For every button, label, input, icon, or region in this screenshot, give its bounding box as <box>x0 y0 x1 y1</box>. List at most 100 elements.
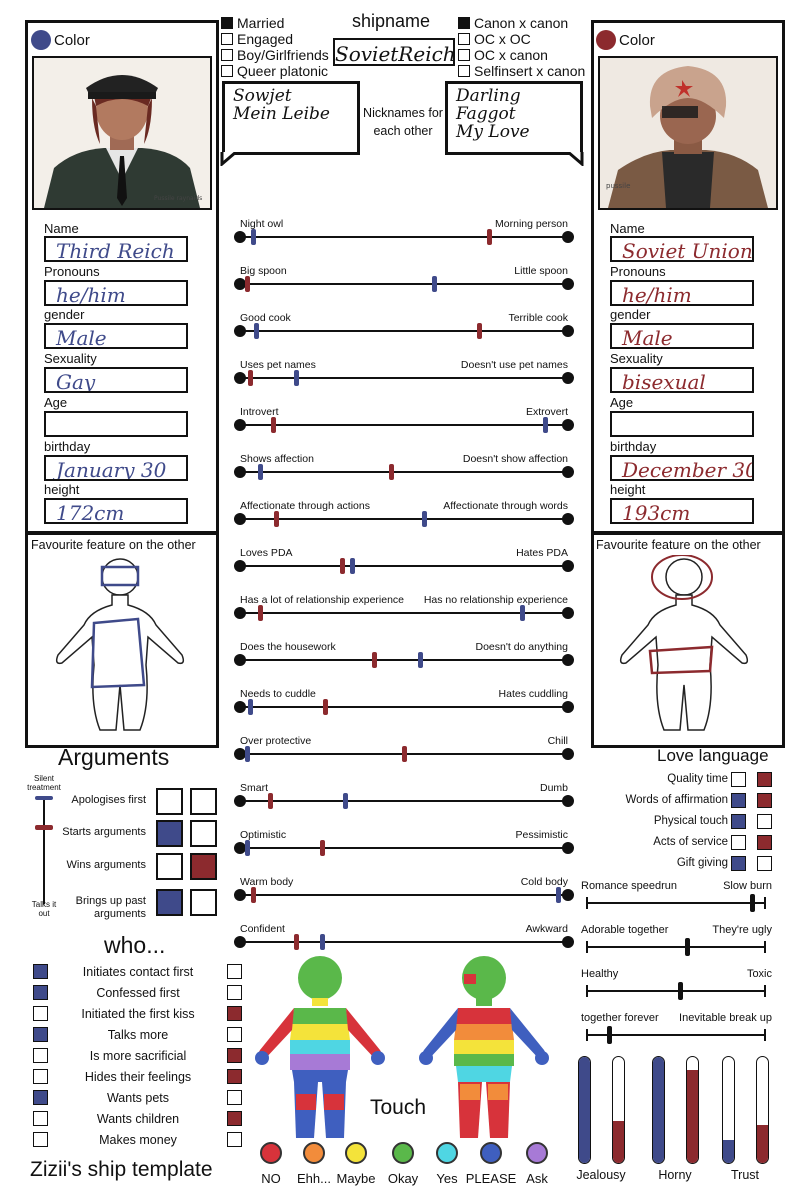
slider-track[interactable] <box>240 424 568 426</box>
right-sexuality-field[interactable]: bisexual <box>610 367 754 393</box>
slider-marker-red[interactable] <box>372 652 378 668</box>
argument-box-right[interactable] <box>190 853 217 880</box>
slider-marker-blue[interactable] <box>244 746 250 762</box>
slider-marker-red[interactable] <box>257 605 263 621</box>
status-option[interactable]: Married <box>221 15 329 31</box>
slider-marker-blue[interactable] <box>320 934 325 950</box>
love-box-right[interactable] <box>757 772 772 787</box>
who-box-left[interactable] <box>33 1132 48 1147</box>
slider-track[interactable] <box>240 847 568 849</box>
status-option[interactable]: OC x OC <box>458 31 585 47</box>
mini-slider-track[interactable] <box>586 946 766 948</box>
slider-marker-red[interactable] <box>247 370 253 386</box>
argument-box-left[interactable] <box>156 820 183 847</box>
shipname-field[interactable]: SovietReich <box>333 38 455 66</box>
slider-marker-blue[interactable] <box>349 558 355 574</box>
love-box-left[interactable] <box>731 793 746 808</box>
who-box-left[interactable] <box>33 985 48 1000</box>
status-checkbox[interactable] <box>458 49 470 61</box>
right-birthday-field[interactable]: December 30 <box>610 455 754 481</box>
slider-marker-blue[interactable] <box>254 323 260 339</box>
who-box-right[interactable] <box>227 1048 242 1063</box>
who-box-right[interactable] <box>227 1006 242 1021</box>
right-color-swatch[interactable] <box>596 30 616 50</box>
slider-marker-blue[interactable] <box>251 229 257 245</box>
argument-box-left[interactable] <box>156 889 183 916</box>
slider-track[interactable] <box>240 377 568 379</box>
slider-track[interactable] <box>240 706 568 708</box>
who-box-left[interactable] <box>33 964 48 979</box>
slider-marker-blue[interactable] <box>293 370 299 386</box>
slider-marker-blue[interactable] <box>556 887 562 903</box>
slider-track[interactable] <box>240 236 568 238</box>
slider-marker-blue[interactable] <box>543 417 549 433</box>
left-color-swatch[interactable] <box>31 30 51 50</box>
slider-track[interactable] <box>240 565 568 567</box>
mini-slider-track[interactable] <box>586 990 766 992</box>
slider-marker-blue[interactable] <box>342 793 348 809</box>
love-box-left[interactable] <box>731 856 746 871</box>
who-box-right[interactable] <box>227 1090 242 1105</box>
slider-marker-blue[interactable] <box>418 652 424 668</box>
mini-slider-marker[interactable] <box>677 982 683 1000</box>
mini-slider-marker[interactable] <box>684 938 690 956</box>
slider-track[interactable] <box>240 612 568 614</box>
left-birthday-field[interactable]: January 30 <box>44 455 188 481</box>
nickname-right-bubble[interactable]: Darling Faggot My Love <box>445 81 583 155</box>
who-box-right[interactable] <box>227 964 242 979</box>
left-height-field[interactable]: 172cm <box>44 498 188 524</box>
status-checkbox[interactable] <box>221 17 233 29</box>
argument-box-right[interactable] <box>190 820 217 847</box>
who-box-left[interactable] <box>33 1069 48 1084</box>
status-checkbox[interactable] <box>221 49 233 61</box>
slider-marker-red[interactable] <box>323 699 329 715</box>
slider-marker-blue[interactable] <box>244 840 250 856</box>
slider-track[interactable] <box>240 800 568 802</box>
slider-track[interactable] <box>240 894 568 896</box>
status-checkbox[interactable] <box>458 65 470 77</box>
slider-marker-red[interactable] <box>388 464 394 480</box>
left-pronouns-field[interactable]: he/him <box>44 280 188 306</box>
status-option[interactable]: OC x canon <box>458 47 585 63</box>
left-age-field[interactable] <box>44 411 188 437</box>
right-pronouns-field[interactable]: he/him <box>610 280 754 306</box>
slider-marker-red[interactable] <box>320 840 325 856</box>
slider-marker-red[interactable] <box>244 276 250 292</box>
right-height-field[interactable]: 193cm <box>610 498 754 524</box>
who-box-right[interactable] <box>227 1069 242 1084</box>
status-option[interactable]: Selfinsert x canon <box>458 63 585 79</box>
who-box-right[interactable] <box>227 985 242 1000</box>
love-box-right[interactable] <box>757 856 772 871</box>
argument-box-right[interactable] <box>190 889 217 916</box>
argument-box-right[interactable] <box>190 788 217 815</box>
left-gender-field[interactable]: Male <box>44 323 188 349</box>
status-option[interactable]: Boy/Girlfriends <box>221 47 329 63</box>
slider-track[interactable] <box>240 941 568 943</box>
slider-track[interactable] <box>240 659 568 661</box>
who-box-left[interactable] <box>33 1048 48 1063</box>
love-box-left[interactable] <box>731 814 746 829</box>
right-age-field[interactable] <box>610 411 754 437</box>
right-gender-field[interactable]: Male <box>610 323 754 349</box>
status-option[interactable]: Canon x canon <box>458 15 585 31</box>
mini-slider-track[interactable] <box>586 1034 766 1036</box>
slider-track[interactable] <box>240 283 568 285</box>
status-checkbox[interactable] <box>458 33 470 45</box>
status-checkbox[interactable] <box>221 33 233 45</box>
who-box-right[interactable] <box>227 1027 242 1042</box>
slider-marker-red[interactable] <box>487 229 493 245</box>
status-checkbox[interactable] <box>221 65 233 77</box>
mini-slider-marker[interactable] <box>607 1026 613 1044</box>
love-box-right[interactable] <box>757 835 772 850</box>
slider-marker-red[interactable] <box>339 558 345 574</box>
slider-track[interactable] <box>240 471 568 473</box>
left-sexuality-field[interactable]: Gay <box>44 367 188 393</box>
slider-marker-red[interactable] <box>274 511 280 527</box>
slider-marker-blue[interactable] <box>247 699 253 715</box>
who-box-left[interactable] <box>33 1006 48 1021</box>
status-checkbox[interactable] <box>458 17 470 29</box>
who-box-left[interactable] <box>33 1090 48 1105</box>
who-box-right[interactable] <box>227 1132 242 1147</box>
slider-marker-red[interactable] <box>293 934 299 950</box>
mini-slider-marker[interactable] <box>749 894 755 912</box>
